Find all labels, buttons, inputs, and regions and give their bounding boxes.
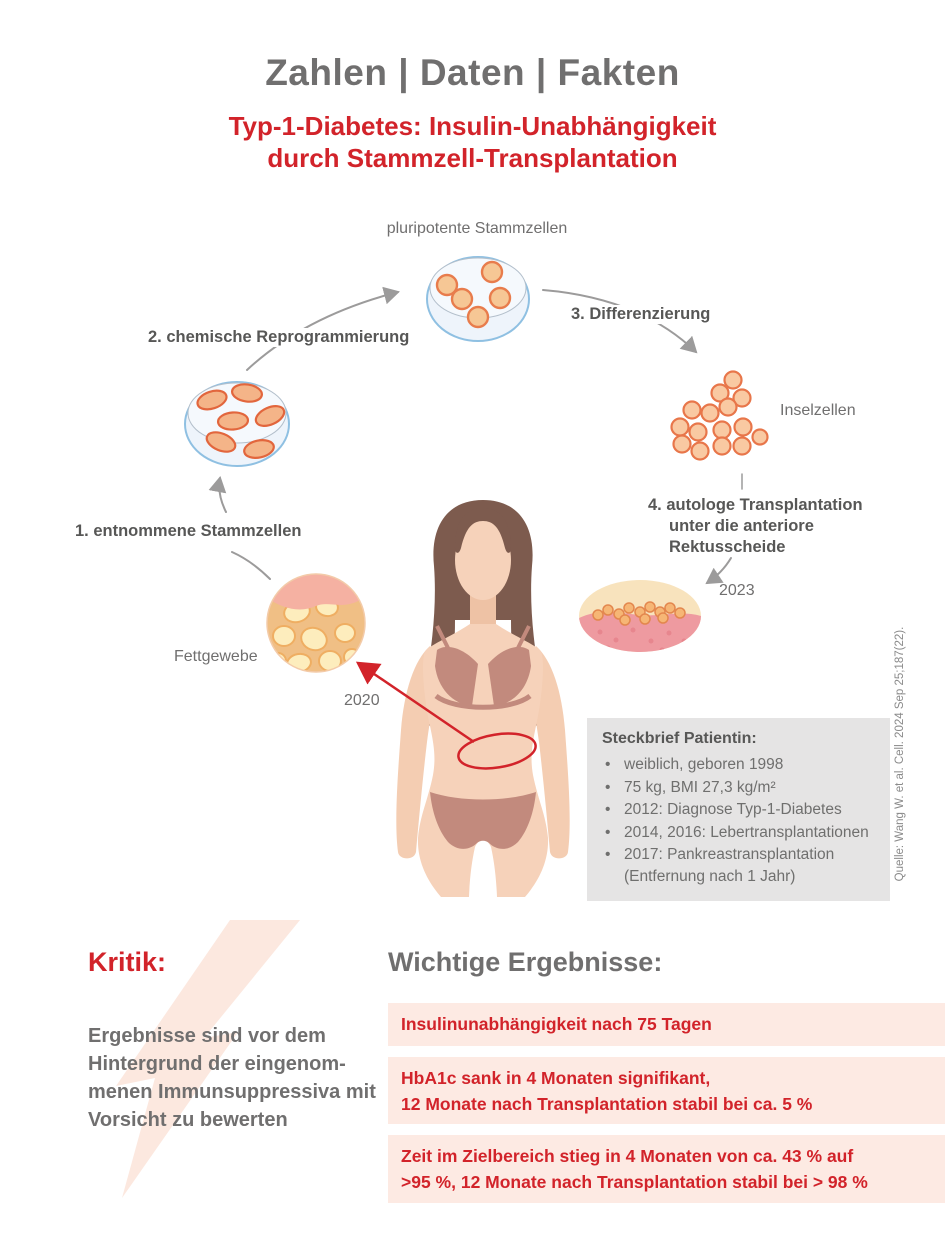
hair-fringe [455, 508, 511, 553]
lightning-bolt-decoration [116, 920, 300, 1198]
bra-right-cup [488, 646, 531, 706]
label-step3-differentiation: 3. Differenzierung [568, 305, 714, 324]
result-box-hba1c: HbA1c sank in 4 Monaten signifikant, 12 … [388, 1057, 945, 1124]
implant-tissue-ellipse [579, 580, 701, 652]
fat-tissue-circle [266, 573, 366, 673]
label-year-2020: 2020 [344, 692, 380, 709]
label-step4-transplantation: 4. autologe Transplantation unter die an… [648, 496, 863, 556]
critique-text: Ergebnisse sind vor dem Hintergrund der … [88, 1025, 376, 1131]
patient-item: weiblich, geboren 1998 [602, 754, 875, 776]
results-heading: Wichtige Ergebnisse: [388, 947, 663, 977]
source-citation: Quelle: Wang W. et al. Cell. 2024 Sep 25… [894, 626, 906, 882]
petri-dish-somatic [184, 381, 290, 467]
patient-item: 2017: Pankreastransplantation (Entfernun… [602, 844, 875, 887]
label-islet-cells: Inselzellen [780, 402, 856, 419]
page-title: Zahlen | Daten | Fakten [265, 52, 680, 93]
patient-box-title: Steckbrief Patientin: [602, 730, 757, 747]
patient-item: 2012: Diagnose Typ-1-Diabetes [602, 799, 875, 821]
bra-band [434, 693, 532, 710]
result-box-insulin-independence: Insulinunabhängigkeit nach 75 Tagen [388, 1003, 945, 1046]
bra-straps [435, 625, 531, 649]
panties [430, 792, 536, 849]
label-step2-reprogramming: 2. chemische Reprogrammierung [145, 328, 413, 347]
face [455, 520, 511, 600]
patient-item: 2014, 2016: Lebertransplantationen [602, 822, 875, 844]
label-year-2023: 2023 [719, 582, 755, 599]
label-step1-extracted-stem-cells: 1. entnommene Stammzellen [75, 522, 302, 540]
extraction-arrow [355, 661, 537, 770]
label-pluripotent-stem-cells: pluripotente Stammzellen [386, 220, 568, 237]
bra-left-cup [435, 646, 478, 706]
critique-heading: Kritik: [88, 947, 167, 977]
patient-item: 75 kg, BMI 27,3 kg/m² [602, 777, 875, 799]
petri-dish-pluripotent [426, 256, 530, 342]
islet-cells-cluster [670, 370, 769, 461]
label-fat-tissue: Fettgewebe [174, 648, 258, 665]
woman-figure [396, 500, 570, 897]
page-subtitle: Typ-1-Diabetes: Insulin-Unabhängigkeit d… [228, 111, 717, 173]
patient-profile-box: Steckbrief Patientin: weiblich, geboren … [587, 718, 890, 901]
result-box-time-in-range: Zeit im Zielbereich stieg in 4 Monaten v… [388, 1135, 945, 1203]
